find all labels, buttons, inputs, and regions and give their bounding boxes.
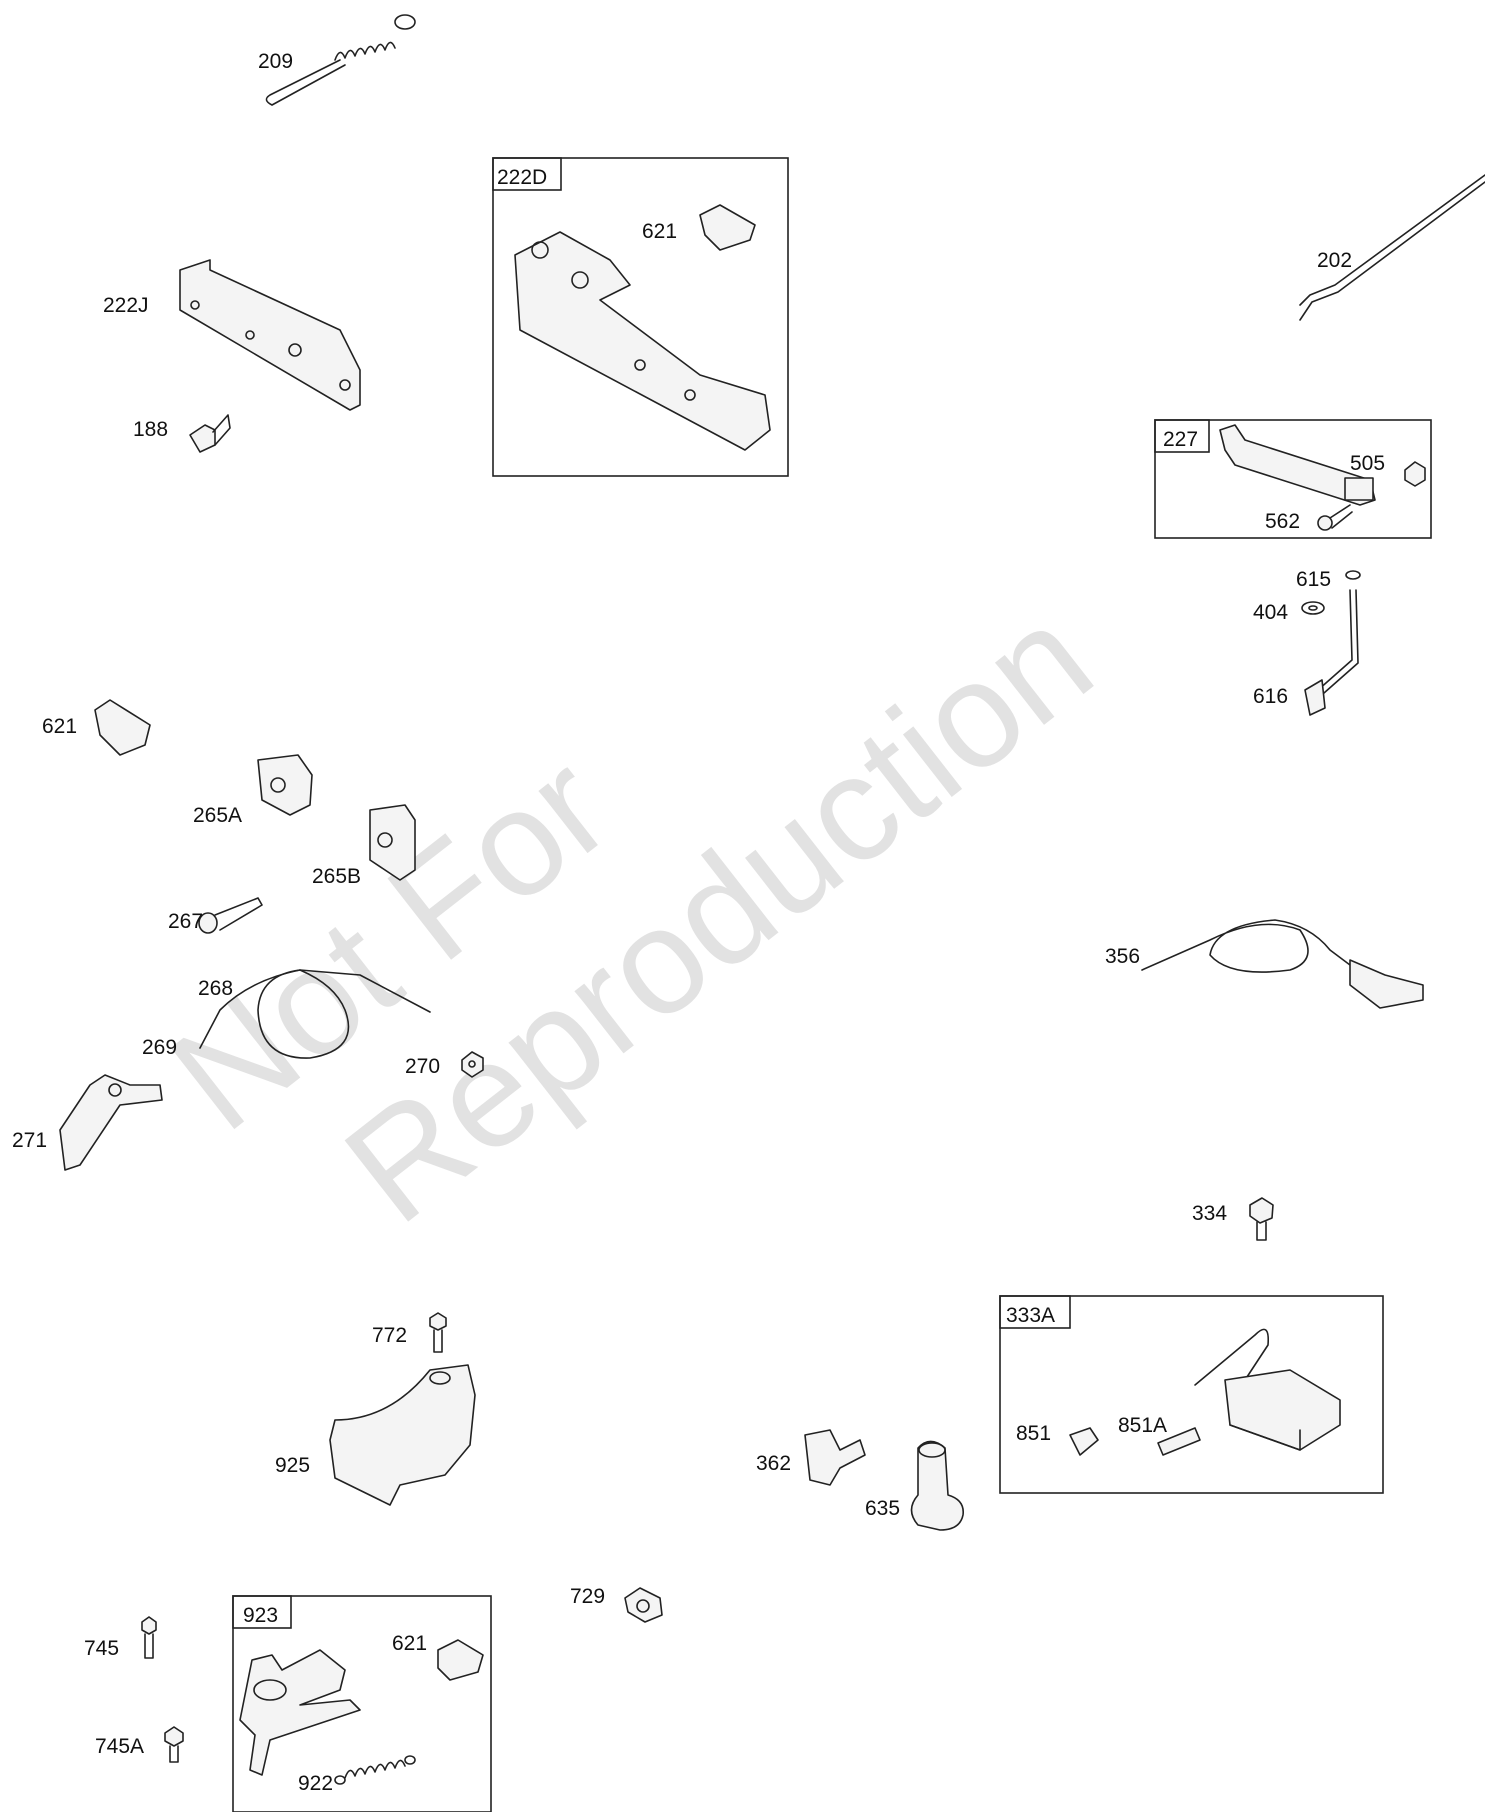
part-505-nut [1404, 461, 1426, 487]
label-270: 270 [405, 1055, 440, 1078]
part-362-boot [804, 1429, 866, 1486]
label-621-bottom: 621 [392, 1632, 427, 1655]
part-209-spring [265, 14, 416, 106]
label-615: 615 [1296, 568, 1331, 591]
label-222j: 222J [103, 294, 149, 317]
label-505: 505 [1350, 452, 1385, 475]
part-268-cable [199, 969, 431, 1059]
part-188-bolt [189, 414, 231, 453]
part-270-nut [461, 1051, 484, 1078]
label-851a: 851A [1118, 1414, 1167, 1437]
label-635: 635 [865, 1497, 900, 1520]
label-851: 851 [1016, 1422, 1051, 1445]
label-745a: 745A [95, 1735, 144, 1758]
label-562: 562 [1265, 510, 1300, 533]
group-222d-frame [492, 157, 789, 477]
label-356: 356 [1105, 945, 1140, 968]
part-621-control-clip-bottom [437, 1639, 484, 1681]
label-268: 268 [198, 977, 233, 1000]
part-267-screw [198, 897, 263, 934]
group-923-label: 923 [243, 1604, 278, 1627]
label-745: 745 [84, 1637, 119, 1660]
label-404: 404 [1253, 601, 1288, 624]
part-222d-governor-plate [514, 231, 771, 451]
group-333a-label-box [999, 1295, 1071, 1329]
group-227-label-box [1154, 419, 1210, 453]
group-923-label-box [232, 1595, 292, 1629]
part-356-wire [1141, 919, 1424, 1009]
part-227-lever [1219, 424, 1376, 506]
part-923-governor-plate [239, 1649, 361, 1776]
group-227-label: 227 [1163, 428, 1198, 451]
part-265b-bracket [369, 804, 416, 881]
group-333a-label: 333A [1006, 1304, 1055, 1327]
part-635-cover [910, 1440, 965, 1531]
group-222d-label: 222D [497, 166, 547, 189]
label-202: 202 [1317, 249, 1352, 272]
label-621-top: 621 [642, 220, 677, 243]
label-209: 209 [258, 50, 293, 73]
part-745-screw [141, 1616, 157, 1659]
part-925-cover [329, 1364, 476, 1506]
label-265a: 265A [193, 804, 242, 827]
part-404-washer [1301, 601, 1325, 615]
part-621-control-clip [699, 204, 756, 251]
label-729: 729 [570, 1585, 605, 1608]
part-271-lever [59, 1074, 163, 1171]
group-923-frame [232, 1595, 492, 1812]
part-621-control-clip-left [94, 699, 151, 756]
part-333a-ignition-armature [1194, 1328, 1341, 1451]
part-616-link [1304, 589, 1359, 716]
part-615-clip [1345, 570, 1361, 580]
part-334-bolt [1249, 1197, 1274, 1241]
label-922: 922 [298, 1772, 333, 1795]
part-922-spring [334, 1755, 416, 1785]
group-333a-frame [999, 1295, 1384, 1494]
label-269: 269 [142, 1036, 177, 1059]
watermark: Not For Reproduction [141, 573, 1121, 1255]
label-334: 334 [1192, 1202, 1227, 1225]
label-362: 362 [756, 1452, 791, 1475]
label-267: 267 [168, 910, 203, 933]
label-271: 271 [12, 1129, 47, 1152]
label-188: 188 [133, 418, 168, 441]
part-222j-plate [179, 259, 361, 411]
part-851-terminal [1069, 1427, 1099, 1456]
part-772-screw [429, 1312, 447, 1353]
label-772: 772 [372, 1324, 407, 1347]
part-265a-bracket [257, 754, 313, 816]
group-227-frame [1154, 419, 1432, 539]
part-562-screw [1317, 504, 1353, 531]
label-925: 925 [275, 1454, 310, 1477]
label-265b: 265B [312, 865, 361, 888]
group-222d-label-box [492, 157, 562, 191]
part-745a-screw [164, 1726, 184, 1763]
label-621-left: 621 [42, 715, 77, 738]
part-851a-terminal [1157, 1427, 1201, 1456]
label-616: 616 [1253, 685, 1288, 708]
part-729-clip [624, 1587, 663, 1623]
part-202-rod [1299, 174, 1485, 321]
